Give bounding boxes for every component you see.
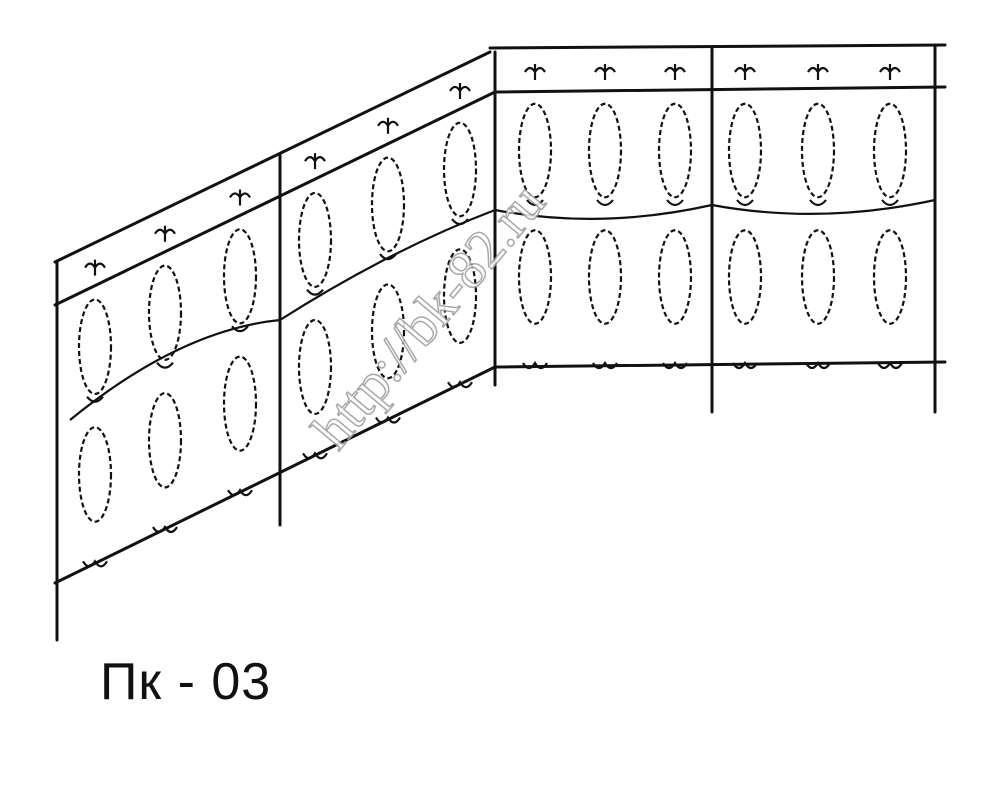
fleur-finial: [229, 189, 251, 206]
oval-scroll: [800, 102, 836, 199]
twist: [306, 288, 324, 296]
twist: [596, 199, 614, 207]
oval-scroll: [370, 156, 406, 253]
foot-curl: [662, 360, 688, 370]
fleur-finial: [807, 64, 829, 80]
top-handrail-level: [488, 43, 947, 50]
oval-scroll: [587, 229, 623, 325]
fleur-finial: [664, 64, 686, 80]
oval-scroll: [872, 102, 908, 199]
foot-curl: [877, 360, 903, 370]
oval-scroll: [147, 392, 183, 489]
top-handrail-sloped: [53, 50, 492, 264]
foot-curl: [732, 360, 758, 370]
oval-scroll: [222, 228, 258, 325]
foot-curl: [592, 360, 618, 370]
foot-curl: [522, 360, 548, 370]
oval-scroll: [587, 102, 623, 199]
fleur-finial: [524, 64, 546, 80]
foot-curl: [152, 524, 178, 534]
foot-curl: [375, 415, 401, 424]
oval-scroll: [517, 229, 553, 325]
oval-scroll: [442, 121, 478, 218]
oval-scroll: [442, 248, 478, 344]
twist: [231, 325, 249, 333]
oval-scroll: [872, 229, 908, 325]
upper-rail-sloped: [53, 90, 497, 307]
oval-scroll: [727, 102, 763, 199]
twist: [881, 199, 899, 207]
fleur-finial: [154, 225, 176, 242]
oval-scroll: [77, 298, 113, 396]
fleur-finial: [377, 117, 399, 134]
model-code-label: Пк - 03: [100, 653, 272, 711]
twist: [809, 199, 827, 207]
foot-curl: [805, 360, 831, 370]
connecting-arc: [494, 198, 936, 220]
connecting-arc: [69, 208, 496, 421]
fleur-finial: [594, 64, 616, 80]
upper-rail-level: [493, 85, 947, 94]
bottom-rail-sloped: [53, 365, 497, 585]
oval-scroll: [297, 191, 333, 288]
twist: [526, 199, 544, 207]
twist: [156, 361, 174, 369]
oval-scroll: [297, 318, 333, 416]
bottom-rail-level: [493, 360, 947, 369]
oval-scroll: [657, 229, 693, 325]
fleur-finial: [449, 82, 471, 99]
oval-scroll: [657, 102, 693, 199]
oval-scroll: [800, 229, 836, 325]
oval-scroll: [370, 283, 406, 380]
oval-scroll: [147, 264, 183, 361]
fleur-finial: [879, 64, 901, 80]
oval-scroll: [517, 102, 553, 199]
foot-curl: [227, 488, 253, 497]
fleur-finial: [734, 64, 756, 80]
twist: [736, 199, 754, 207]
foot-curl: [82, 559, 108, 568]
fleur-finial: [84, 259, 106, 276]
fleur-finial: [304, 153, 326, 170]
foot-curl: [447, 380, 473, 389]
oval-scroll: [222, 355, 258, 452]
oval-scroll: [77, 426, 113, 523]
twist: [666, 199, 684, 207]
foot-curl: [302, 451, 328, 460]
oval-scroll: [727, 229, 763, 325]
